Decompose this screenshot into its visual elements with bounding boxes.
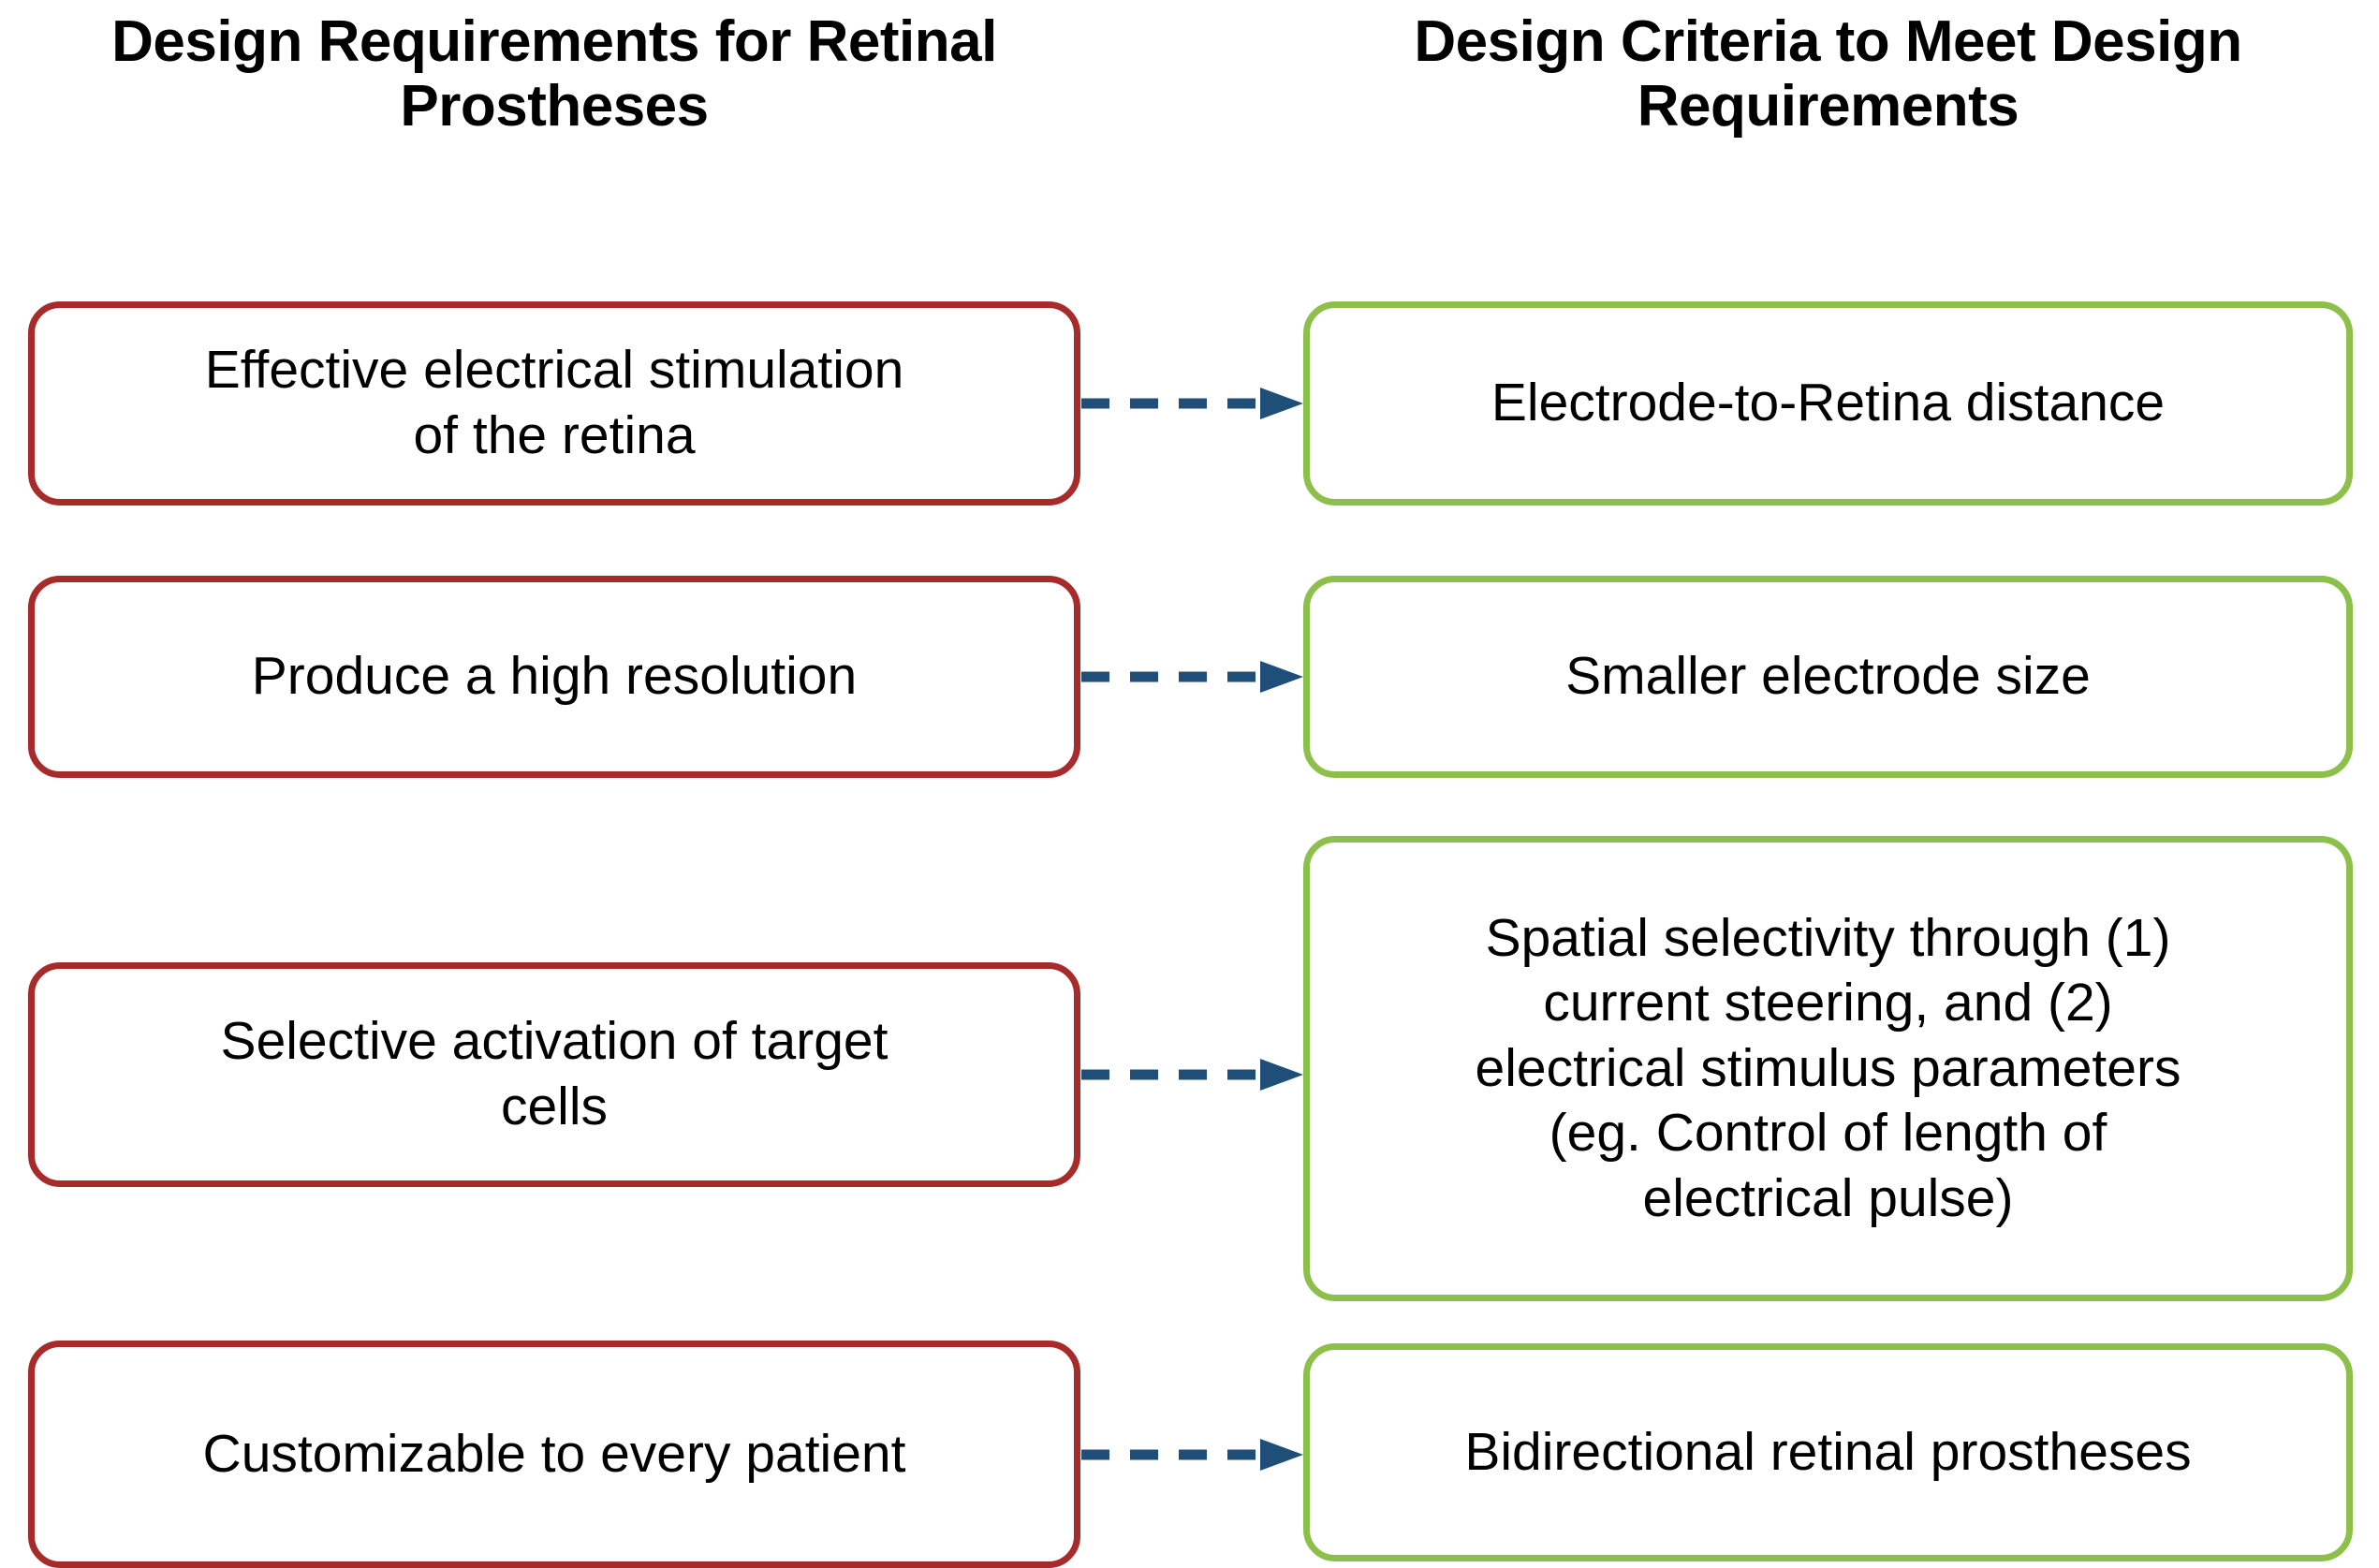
criteria-box-3[interactable]: Spatial selectivity through (1) current … [1303,836,2353,1301]
criteria-box-2-label: Smaller electrode size [1565,646,2091,707]
requirement-box-4-label: Customizable to every patient [202,1423,906,1484]
criteria-box-2[interactable]: Smaller electrode size [1303,576,2353,778]
criteria-box-1[interactable]: Electrode-to-Retina distance [1303,301,2353,506]
criteria-box-3-label: Spatial selectivity through (1) current … [1475,907,2181,1228]
requirement-box-2-label: Produce a high resolution [251,646,858,707]
connector-arrow-2 [1079,658,1303,696]
requirement-box-3[interactable]: Selective activation of target cells [28,962,1080,1187]
arrow-head-3 [1260,1059,1303,1091]
column-header-design-criteria: Design Criteria to Meet Design Requireme… [1414,9,2242,139]
connector-arrow-3 [1079,1056,1303,1093]
criteria-box-1-label: Electrode-to-Retina distance [1491,373,2166,433]
criteria-box-4-label: Bidirectional retinal prostheses [1464,1421,2192,1482]
arrow-head-4 [1260,1439,1303,1471]
arrow-head-1 [1260,388,1303,419]
requirement-box-2[interactable]: Produce a high resolution [28,576,1080,778]
column-header-design-requirements: Design Requirements for Retinal Prosthes… [111,9,997,139]
requirement-box-1[interactable]: Effective electrical stimulation of the … [28,301,1080,506]
requirement-box-3-label: Selective activation of target cells [220,1011,888,1136]
connector-arrow-4 [1079,1436,1303,1473]
criteria-box-4[interactable]: Bidirectional retinal prostheses [1303,1343,2353,1561]
requirement-box-4[interactable]: Customizable to every patient [28,1341,1080,1568]
requirement-box-1-label: Effective electrical stimulation of the … [204,340,904,465]
connector-arrow-1 [1079,385,1303,422]
arrow-head-2 [1260,661,1303,693]
